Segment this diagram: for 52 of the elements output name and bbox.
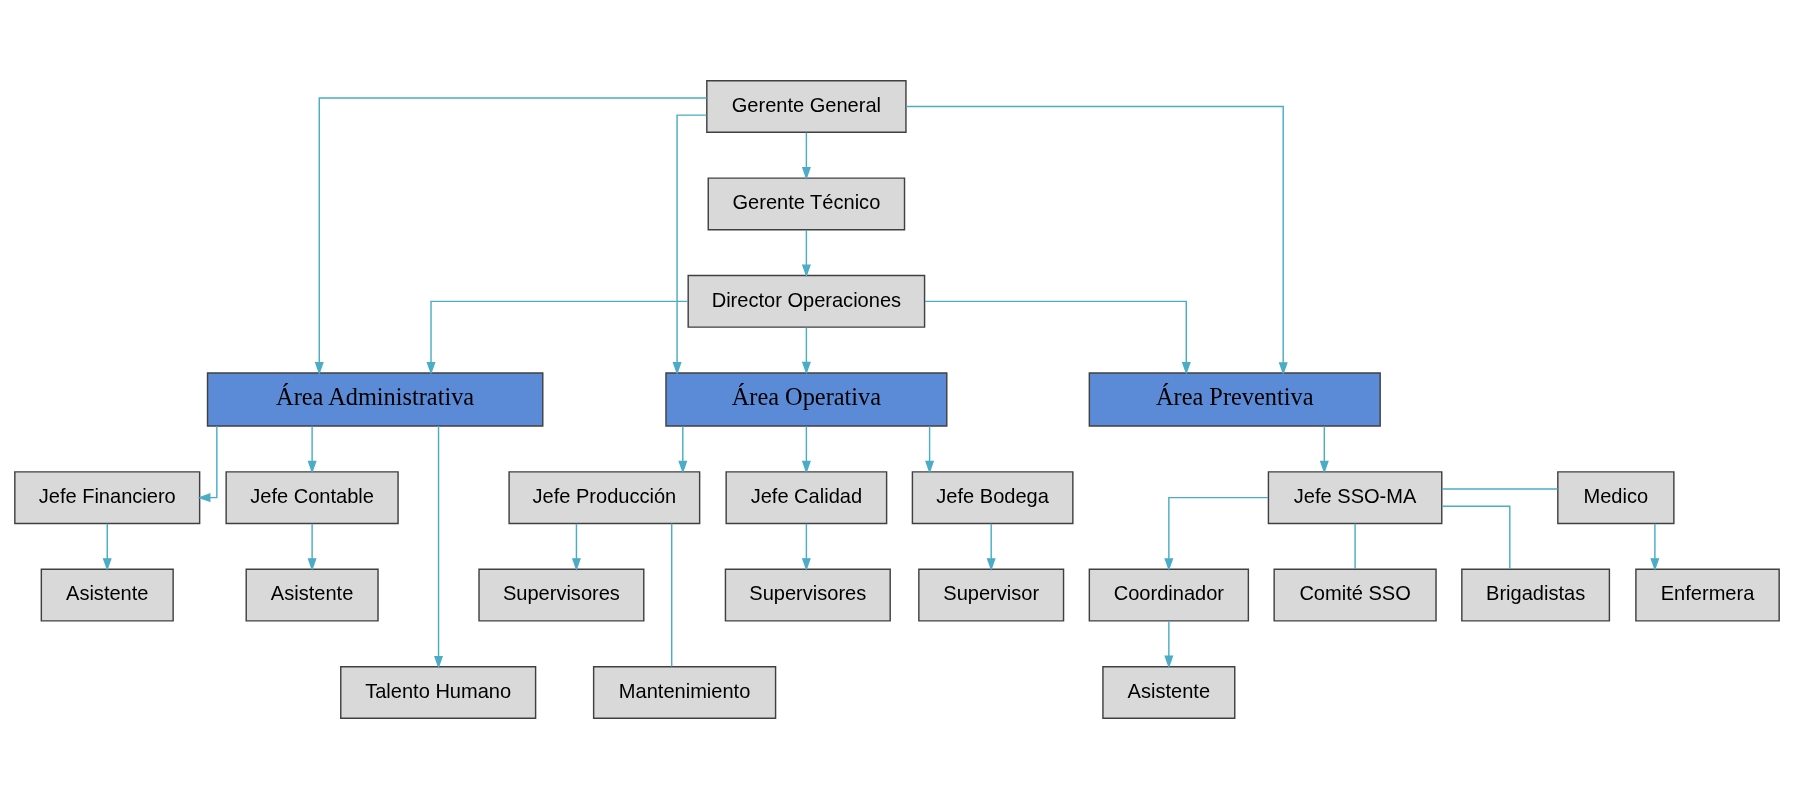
node-box: Comité SSO — [1273, 568, 1437, 622]
arrow — [1164, 496, 1269, 572]
arrow — [801, 229, 811, 278]
arrow — [1650, 523, 1660, 572]
node-box: Brigadistas — [1461, 568, 1611, 622]
node-box: Medico — [1557, 471, 1675, 525]
node-box: Gerente Técnico — [707, 177, 906, 231]
arrow — [1319, 425, 1329, 474]
arrow — [1164, 620, 1174, 669]
arrow — [307, 523, 317, 572]
node-box: Coordinador — [1088, 568, 1250, 622]
arrow — [986, 523, 996, 572]
node-box: Director Operaciones — [687, 274, 926, 328]
arrow — [678, 425, 688, 474]
arrow — [197, 425, 218, 503]
arrow — [102, 523, 112, 572]
node-box: Área Preventiva — [1088, 372, 1381, 427]
arrow — [434, 425, 444, 669]
node-box: Supervisores — [478, 568, 645, 622]
arrow — [801, 425, 811, 474]
node-box: Mantenimiento — [592, 665, 777, 719]
node-box: Asistente — [245, 568, 379, 622]
node-box: Jefe Calidad — [725, 471, 888, 525]
node-box: Talento Humano — [340, 665, 537, 719]
connector — [1441, 488, 1559, 490]
arrow — [426, 300, 689, 375]
arrow — [801, 326, 811, 375]
connector — [1354, 523, 1356, 570]
node-box: Gerente General — [706, 80, 907, 134]
arrow — [672, 114, 708, 375]
node-box: Jefe Bodega — [911, 471, 1074, 525]
arrow — [801, 523, 811, 572]
arrow — [925, 425, 935, 474]
node-box: Jefe Contable — [225, 471, 399, 525]
node-box: Supervisor — [918, 568, 1065, 622]
node-box: Asistente — [1102, 665, 1236, 719]
arrow — [571, 523, 581, 572]
arrow — [314, 97, 708, 375]
connector — [671, 522, 673, 668]
node-box: Área Administrativa — [206, 372, 544, 427]
arrow — [307, 425, 317, 474]
node-box: Supervisores — [724, 568, 891, 622]
node-box: Jefe Financiero — [14, 471, 201, 525]
arrow — [905, 105, 1288, 376]
node-box: Área Operativa — [665, 372, 948, 427]
node-box: Asistente — [40, 568, 174, 622]
node-box: Enfermera — [1635, 568, 1780, 622]
arrow — [924, 300, 1191, 375]
node-box: Jefe Producción — [508, 471, 701, 525]
arrow — [801, 131, 811, 180]
node-box: Jefe SSO-MA — [1267, 471, 1443, 525]
connector — [1441, 505, 1511, 570]
